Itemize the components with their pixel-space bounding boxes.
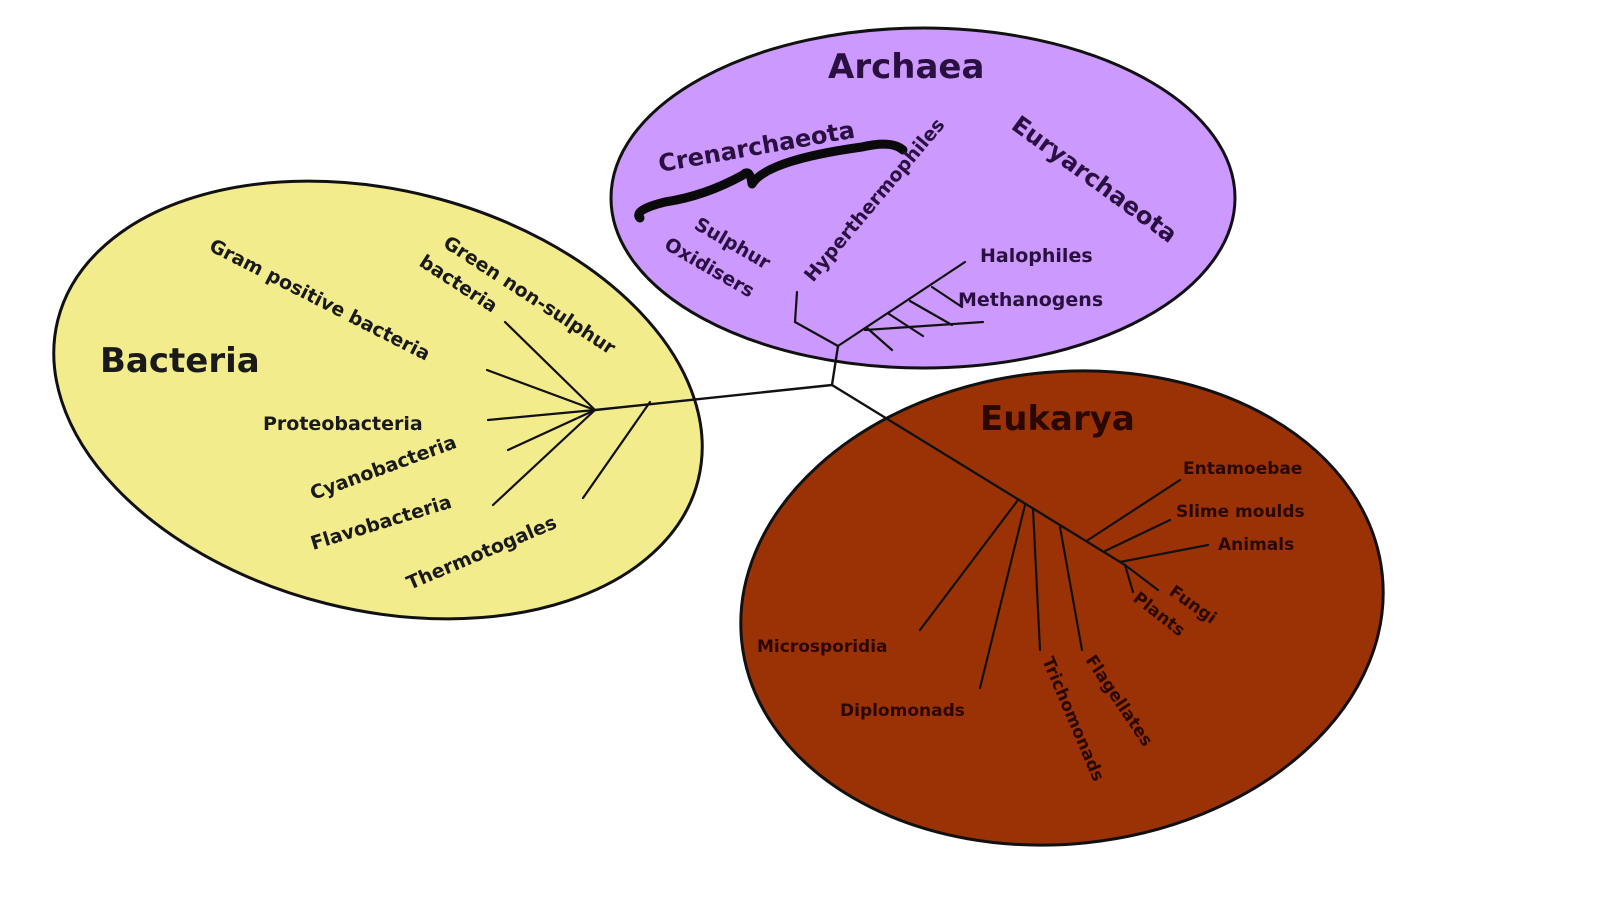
bacteria-domain-ellipse	[52, 179, 704, 621]
bacteria-branches	[485, 320, 652, 507]
label-slime-moulds: Slime moulds	[1176, 502, 1305, 522]
eukarya-branches	[918, 478, 1210, 690]
label-proteobacteria: Proteobacteria	[263, 413, 423, 435]
label-microsporidia: Microsporidia	[757, 637, 888, 657]
eukarya-title: Eukarya	[980, 399, 1135, 439]
crenarchaeota-brace	[634, 139, 908, 223]
label-entamoebae: Entamoebae	[1183, 459, 1302, 479]
label-halophiles: Halophiles	[980, 245, 1093, 267]
label-methanogens: Methanogens	[958, 289, 1103, 311]
archaea-title: Archaea	[828, 47, 984, 87]
tree-trunk	[593, 344, 1127, 567]
bacteria-title: Bacteria	[100, 341, 260, 381]
eukarya-domain-ellipse	[739, 369, 1385, 847]
archaea-branches	[793, 260, 985, 352]
label-animals: Animals	[1218, 535, 1294, 555]
archaea-domain-ellipse	[609, 26, 1237, 370]
label-diplomonads: Diplomonads	[840, 701, 965, 721]
